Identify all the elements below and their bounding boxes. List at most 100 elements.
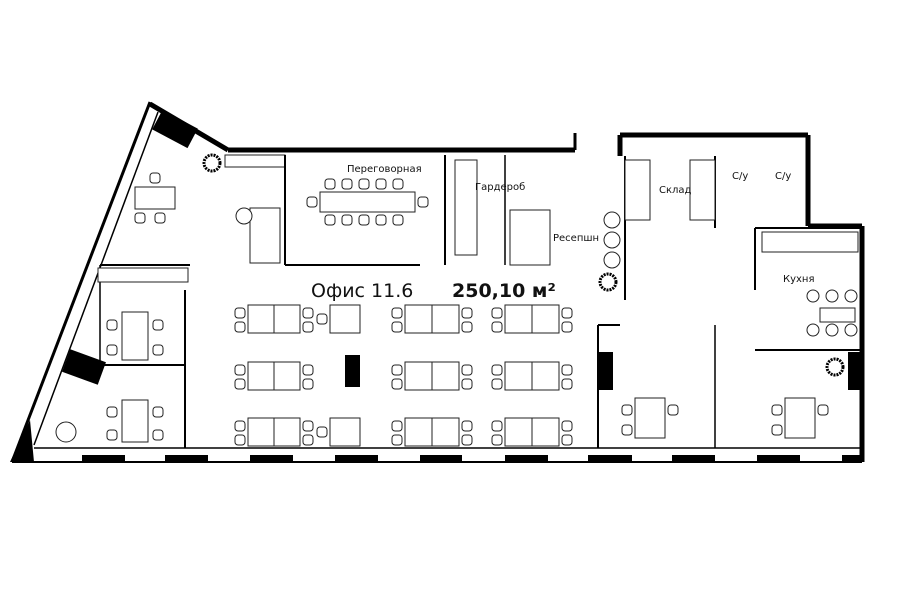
room-label-wardrobe: Гардероб xyxy=(475,182,525,193)
desk xyxy=(121,399,149,443)
chair xyxy=(392,214,404,226)
chair xyxy=(152,344,164,356)
room-label-kitchen: Кухня xyxy=(783,274,815,285)
desk xyxy=(431,361,460,391)
chair xyxy=(375,178,387,190)
chair xyxy=(234,307,246,319)
desk xyxy=(689,159,716,221)
chair xyxy=(316,313,328,325)
chair xyxy=(234,364,246,376)
chair xyxy=(392,178,404,190)
chair xyxy=(391,364,403,376)
chair xyxy=(341,214,353,226)
windows xyxy=(82,455,862,462)
chair xyxy=(491,321,503,333)
chair xyxy=(391,434,403,446)
desk xyxy=(504,417,533,447)
chair xyxy=(491,364,503,376)
chair xyxy=(817,404,829,416)
desk xyxy=(273,304,301,334)
stool xyxy=(825,323,839,337)
chair xyxy=(417,196,429,208)
plant-icon xyxy=(202,153,222,173)
chair xyxy=(491,420,503,432)
chair xyxy=(106,319,118,331)
stool xyxy=(844,289,858,303)
desk xyxy=(134,186,176,210)
chair xyxy=(375,214,387,226)
chair xyxy=(152,319,164,331)
desk xyxy=(531,417,560,447)
chair xyxy=(152,429,164,441)
side-table xyxy=(55,421,77,443)
chair xyxy=(154,212,166,224)
office-name: Офис 11.6 xyxy=(311,280,413,302)
chair xyxy=(316,426,328,438)
chair xyxy=(358,214,370,226)
chair xyxy=(302,307,314,319)
room-labels: Переговорная Гардероб Ресепшн Склад С/у … xyxy=(311,164,815,302)
desk xyxy=(329,304,361,334)
chair xyxy=(461,321,473,333)
chair xyxy=(234,321,246,333)
chair xyxy=(391,307,403,319)
chair xyxy=(358,178,370,190)
desk xyxy=(247,361,275,391)
stool xyxy=(806,289,820,303)
room-label-storage: Склад xyxy=(659,185,692,196)
desk xyxy=(329,417,361,447)
chair xyxy=(461,307,473,319)
window xyxy=(588,455,632,462)
side-table xyxy=(235,207,253,225)
chair xyxy=(341,178,353,190)
chair xyxy=(491,307,503,319)
chair xyxy=(461,364,473,376)
armchair xyxy=(603,251,621,269)
desk xyxy=(97,267,189,283)
furniture xyxy=(55,153,859,447)
desk xyxy=(431,304,460,334)
chair xyxy=(561,307,573,319)
chair xyxy=(771,424,783,436)
chair xyxy=(621,424,633,436)
chair xyxy=(667,404,679,416)
window xyxy=(165,455,208,462)
chair xyxy=(234,420,246,432)
chair xyxy=(302,420,314,432)
plant-icon xyxy=(598,272,618,292)
desk xyxy=(431,417,460,447)
chair xyxy=(561,364,573,376)
stool xyxy=(844,323,858,337)
desk xyxy=(249,207,281,264)
office-area: 250,10 м² xyxy=(452,280,556,302)
window xyxy=(250,455,293,462)
armchair xyxy=(603,211,621,229)
desk xyxy=(761,231,859,253)
chair xyxy=(461,378,473,390)
room-label-wc-1: С/у xyxy=(732,171,748,182)
window xyxy=(842,455,862,462)
desk xyxy=(273,417,301,447)
armchair xyxy=(603,231,621,249)
chair xyxy=(234,378,246,390)
window xyxy=(420,455,462,462)
chair xyxy=(149,172,161,184)
desk xyxy=(504,361,533,391)
desk xyxy=(819,307,856,323)
chair xyxy=(391,420,403,432)
chair xyxy=(302,364,314,376)
chair xyxy=(234,434,246,446)
desk xyxy=(121,311,149,361)
desk xyxy=(634,397,666,439)
desk xyxy=(531,361,560,391)
desk xyxy=(509,209,551,266)
chair xyxy=(561,321,573,333)
chair xyxy=(324,214,336,226)
desk xyxy=(404,417,433,447)
chair xyxy=(391,321,403,333)
chair xyxy=(561,434,573,446)
window xyxy=(757,455,800,462)
chair xyxy=(621,404,633,416)
desk xyxy=(454,159,478,256)
